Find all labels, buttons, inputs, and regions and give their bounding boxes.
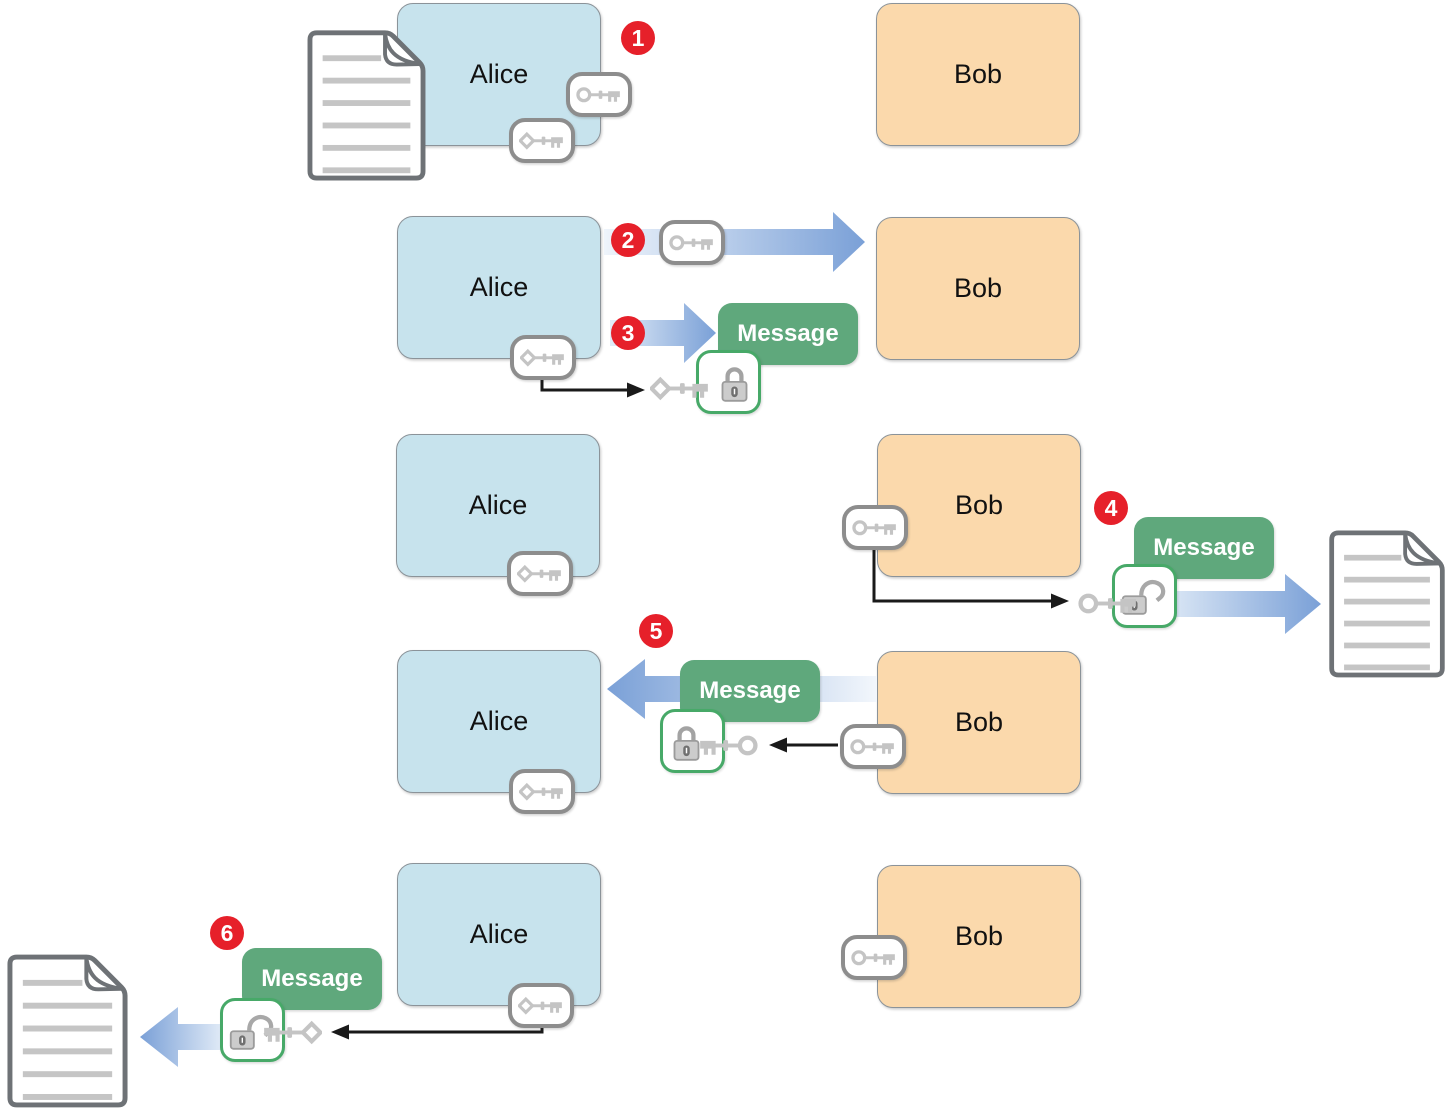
- public-key-encrypting-icon: [696, 730, 758, 761]
- private-key-icon: [518, 994, 565, 1018]
- alice-box-row5: Alice: [397, 863, 601, 1006]
- alice-private-key-tag-row4: [509, 769, 575, 814]
- alice-box-row4: Alice: [397, 650, 601, 793]
- private-key-icon: [517, 562, 564, 586]
- private-key-decrypting-icon: [260, 1017, 322, 1048]
- bob-box-row3: Bob: [877, 434, 1081, 577]
- alice-private-key-tag-row2: [510, 335, 576, 380]
- padlock-locked-icon: [716, 362, 753, 405]
- private-key-encrypting-icon: [650, 373, 712, 404]
- arrow-step4-message-to-document: [1156, 574, 1321, 634]
- bob-public-key-tag-row5: [841, 935, 907, 980]
- alice-public-key-tag: [566, 72, 632, 117]
- private-key-icon: [519, 780, 566, 804]
- alice-box-row2: Alice: [397, 216, 601, 359]
- document-icon-row5: [3, 952, 132, 1109]
- step-badge-4: 4: [1094, 491, 1128, 525]
- step-badge-1: 1: [621, 21, 655, 55]
- alice-private-key-tag-row3: [507, 551, 573, 596]
- document-icon-row3: [1325, 524, 1449, 683]
- connector-private-key-step6: [331, 1024, 544, 1040]
- alice-private-key-tag-row1: [509, 118, 575, 163]
- arrow-step6-message-to-document: [140, 1007, 228, 1067]
- bob-box-row2: Bob: [876, 217, 1080, 360]
- private-key-icon: [520, 346, 567, 370]
- document-icon-row1: [303, 28, 430, 182]
- step-badge-3: 3: [611, 316, 645, 350]
- bob-box-row4: Bob: [877, 651, 1081, 794]
- bob-public-key-tag-row4: [840, 724, 906, 769]
- step-badge-6: 6: [210, 916, 244, 950]
- bob-public-key-tag-row3: [842, 505, 908, 550]
- bob-box-row1: Bob: [876, 3, 1080, 146]
- public-key-icon: [576, 83, 623, 107]
- public-key-decrypting-icon: [1078, 588, 1140, 619]
- public-key-icon: [669, 231, 716, 255]
- step-badge-5: 5: [639, 614, 673, 648]
- public-key-icon: [852, 516, 899, 540]
- public-key-in-transit-tag: [659, 220, 725, 265]
- alice-private-key-tag-row5: [508, 983, 574, 1028]
- public-key-icon: [850, 735, 897, 759]
- public-key-icon: [851, 946, 898, 970]
- alice-box-row3: Alice: [396, 434, 600, 577]
- step-badge-2: 2: [611, 223, 645, 257]
- private-key-icon: [519, 129, 566, 153]
- bob-box-row5: Bob: [877, 865, 1081, 1008]
